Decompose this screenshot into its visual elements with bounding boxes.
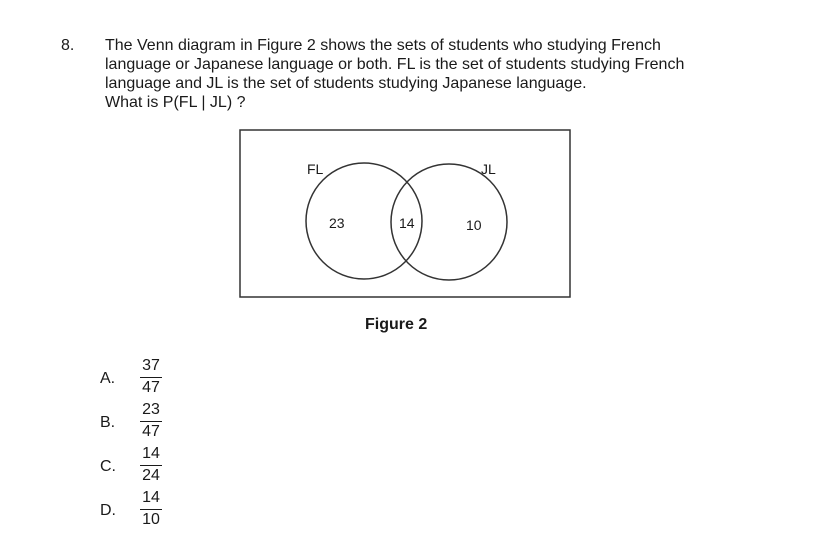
question-number: 8. — [61, 37, 75, 54]
numerator: 23 — [142, 401, 160, 418]
option-letter: D. — [100, 502, 116, 519]
question-text: The Venn diagram in Figure 2 shows the s… — [105, 36, 745, 112]
option-fraction: 14 10 — [140, 489, 162, 529]
option-letter: A. — [100, 370, 116, 387]
option-fraction: 14 24 — [140, 445, 162, 485]
option-letter: C. — [100, 458, 116, 475]
denominator: 24 — [142, 467, 160, 484]
fl-only-value: 23 — [329, 215, 345, 231]
denominator: 47 — [142, 423, 160, 440]
jl-only-value: 10 — [466, 217, 482, 233]
option-letter: B. — [100, 414, 116, 431]
denominator: 10 — [142, 511, 160, 528]
option-fraction: 37 47 — [140, 357, 162, 397]
fraction-bar — [140, 377, 162, 378]
option-fraction: 23 47 — [140, 401, 162, 441]
numerator: 14 — [142, 489, 160, 506]
universal-set-box — [239, 129, 571, 298]
fraction-bar — [140, 465, 162, 466]
denominator: 47 — [142, 379, 160, 396]
set-fl-label: FL — [307, 161, 324, 177]
fraction-bar — [140, 421, 162, 422]
numerator: 37 — [142, 357, 160, 374]
question-line-1: The Venn diagram in Figure 2 shows the s… — [105, 37, 661, 54]
numerator: 14 — [142, 445, 160, 462]
question-line-3: language and JL is the set of students s… — [105, 75, 587, 92]
figure-caption: Figure 2 — [365, 316, 428, 333]
intersection-value: 14 — [399, 215, 415, 231]
venn-diagram-figure: FL JL 23 14 10 — [239, 129, 571, 298]
set-fl-circle — [305, 162, 423, 280]
question-ask: What is P(FL | JL) ? — [105, 94, 246, 111]
venn-diagram: FL JL 23 14 10 — [239, 129, 571, 298]
set-jl-label: JL — [481, 161, 496, 177]
fraction-bar — [140, 509, 162, 510]
set-jl-circle — [390, 163, 508, 281]
question-line-2: language or Japanese language or both. F… — [105, 56, 685, 73]
